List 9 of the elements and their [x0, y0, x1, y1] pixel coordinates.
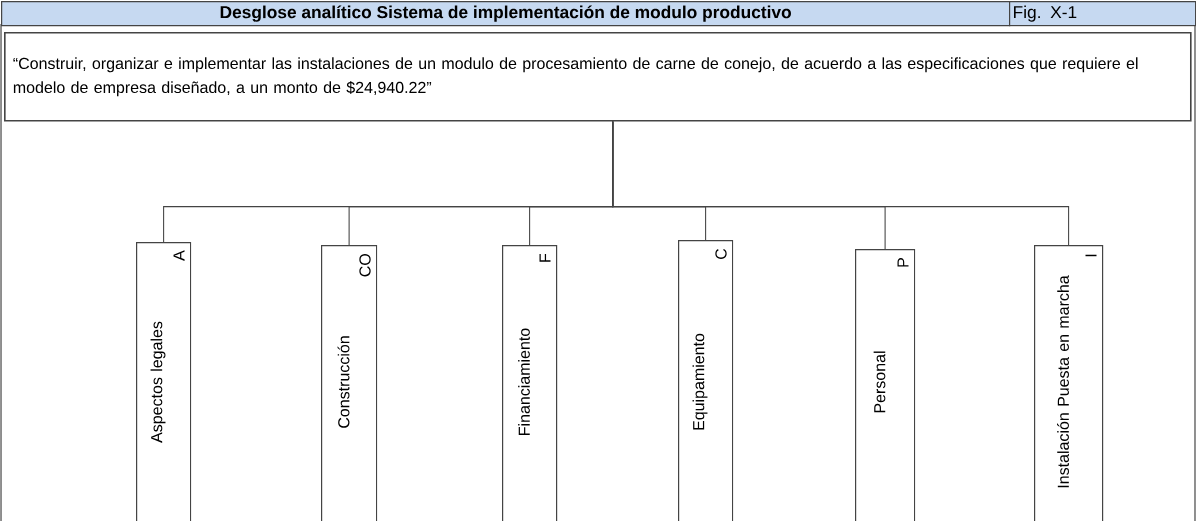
connector-line	[612, 121, 1070, 246]
work-package-box: Instalación Puesta en marcha I	[1034, 245, 1104, 521]
work-package-box: Equipamiento C	[678, 240, 734, 521]
work-package-box: Personal P	[855, 249, 916, 521]
work-package-box: Financiamiento F	[502, 245, 558, 521]
work-package-box: Construcción CO	[321, 245, 378, 521]
work-package-box: Aspectos legales A	[136, 242, 192, 521]
figure-number-cell: Fig. X-1	[1009, 1, 1196, 27]
statement-box: “Construir, organizar e implementar las instalaciones de un modulo de procesamiento de carne de conejo, de acuerdo a las especificaciones que requiere el modelo de empresa diseñado, a un monto de $24,940.22”	[4, 32, 1192, 122]
